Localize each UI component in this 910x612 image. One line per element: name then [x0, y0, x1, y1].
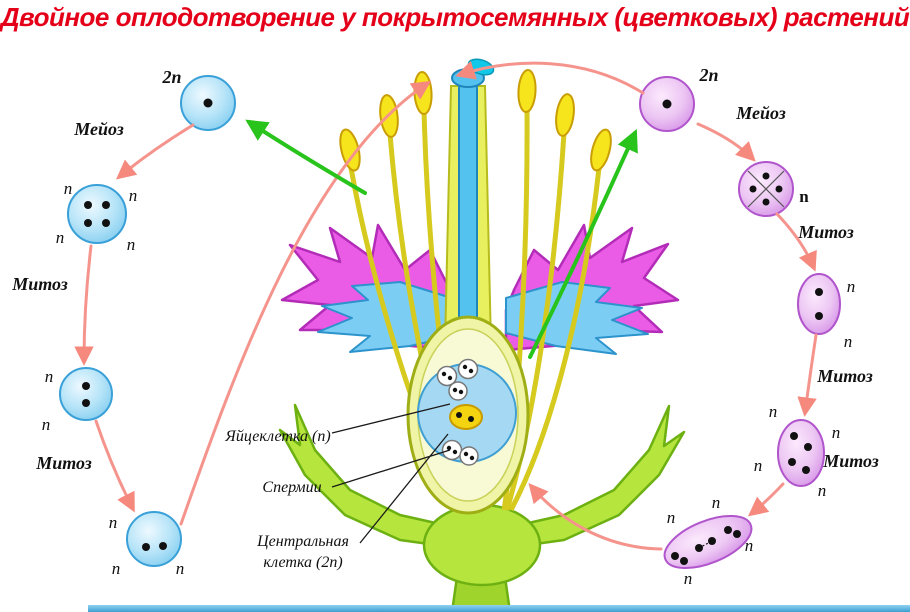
n-label: n — [832, 423, 841, 442]
nucleus — [82, 399, 90, 407]
left-meiosis-label: Мейоз — [73, 119, 124, 139]
nucleus — [142, 543, 150, 551]
n-label: n — [112, 559, 121, 578]
n-label: n — [127, 235, 136, 254]
sperm-cells — [441, 439, 479, 466]
n-label: n — [56, 228, 65, 247]
left-ploidy-label: 2n — [161, 67, 181, 87]
n-label: n — [667, 508, 676, 527]
n-label: n — [64, 179, 73, 198]
arrow-left-mitosis-2 — [94, 419, 135, 513]
origin-arrows — [245, 119, 638, 359]
cycle-arrows — [74, 60, 818, 551]
arrow-left-mitosis-1 — [74, 244, 94, 366]
egg-pointer-line — [331, 403, 451, 434]
central-pointer-line — [359, 433, 449, 544]
anther — [590, 128, 612, 172]
arrow-right-meiosis — [696, 122, 756, 162]
tetrad-nuclei — [84, 201, 110, 227]
two-nucleate-pollen — [797, 273, 841, 335]
arrow-anther-to-pollen-cell — [528, 128, 638, 359]
generative-division-line — [698, 540, 713, 549]
arrow-pollen-to-stigma — [455, 60, 645, 95]
n-label: n — [818, 481, 827, 500]
right-meiosis-label: Мейоз — [735, 103, 786, 123]
two-nucleate-cell — [59, 367, 113, 421]
n-label: n — [129, 186, 138, 205]
central-cell-label-1: Центральная — [256, 533, 349, 550]
nucleus — [662, 99, 672, 109]
embryo-sac-cells — [436, 358, 483, 466]
nucleus — [203, 98, 213, 108]
egg-apparatus-nuclei — [441, 364, 474, 395]
nucleus — [815, 288, 823, 296]
arrow-right-mitosis-1 — [775, 212, 817, 272]
n-label: n — [684, 569, 693, 588]
flower-callouts — [331, 403, 451, 544]
n-label: n — [799, 187, 809, 206]
right-mitosis-label-3: Митоз — [822, 451, 879, 471]
anther — [339, 128, 361, 172]
central-cell-label-2: клетка (2n) — [263, 554, 342, 571]
anther — [517, 69, 537, 113]
megaspore-tetrad-cell — [67, 184, 127, 244]
mature-embryo-sac-cell — [126, 511, 182, 567]
arrow-right-mitosis-2 — [797, 333, 818, 417]
n-label: n — [769, 402, 778, 421]
right-ploidy-label: 2n — [698, 65, 718, 85]
sperm-nuclei — [446, 445, 475, 461]
n-label: n — [754, 456, 763, 475]
bottom-border-bar — [88, 605, 910, 612]
arrow-ovule-to-megaspore-cell — [245, 119, 367, 195]
left-cycle: 2n Мейоз n n n n Митоз n n Митоз n n n — [11, 67, 236, 578]
n-label: n — [176, 559, 185, 578]
pollen-tube-nuclei — [671, 526, 741, 565]
nucleus — [815, 312, 823, 320]
egg-cell-label: Яйцеклетка (n) — [224, 428, 330, 445]
arrow-embryo-sac-to-stigma — [179, 80, 432, 526]
receptacle — [422, 503, 542, 587]
arrow-left-meiosis — [115, 123, 195, 180]
left-mitosis-label-2: Митоз — [35, 453, 92, 473]
central-cell — [449, 404, 483, 430]
arrow-right-mitosis-3 — [747, 482, 785, 517]
polar-nucleus — [468, 416, 474, 422]
n-label: n — [847, 277, 856, 296]
right-mitosis-label-1: Митоз — [797, 222, 854, 242]
pollen-nuclei — [788, 432, 812, 474]
anthers — [339, 69, 612, 172]
diagram-title: Двойное оплодотворение у покрытосемянных… — [0, 2, 910, 32]
n-label: n — [844, 332, 853, 351]
four-nucleate-pollen — [777, 419, 825, 487]
tetrad-division-line — [747, 170, 785, 208]
egg-apparatus — [436, 358, 479, 401]
n-label: n — [109, 513, 118, 532]
nucleus — [159, 542, 167, 550]
anther — [555, 93, 575, 137]
n-label: n — [745, 536, 754, 555]
right-cycle: 2n Мейоз n Митоз n n Митоз n n — [639, 65, 879, 588]
arrow-pollen-tube-to-ovary — [528, 483, 663, 551]
nucleus — [82, 382, 90, 390]
left-mitosis-label-1: Митоз — [11, 274, 68, 294]
tetrad-nuclei — [749, 172, 783, 206]
sperm-label: Спермии — [262, 479, 321, 496]
n-label: n — [712, 493, 721, 512]
right-mitosis-label-2: Митоз — [816, 366, 873, 386]
flower-illustration: Яйцеклетка (n) Спермии Центральная клетк… — [224, 58, 686, 612]
n-label: n — [42, 415, 51, 434]
polar-nucleus — [456, 412, 462, 418]
n-label: n — [45, 367, 54, 386]
